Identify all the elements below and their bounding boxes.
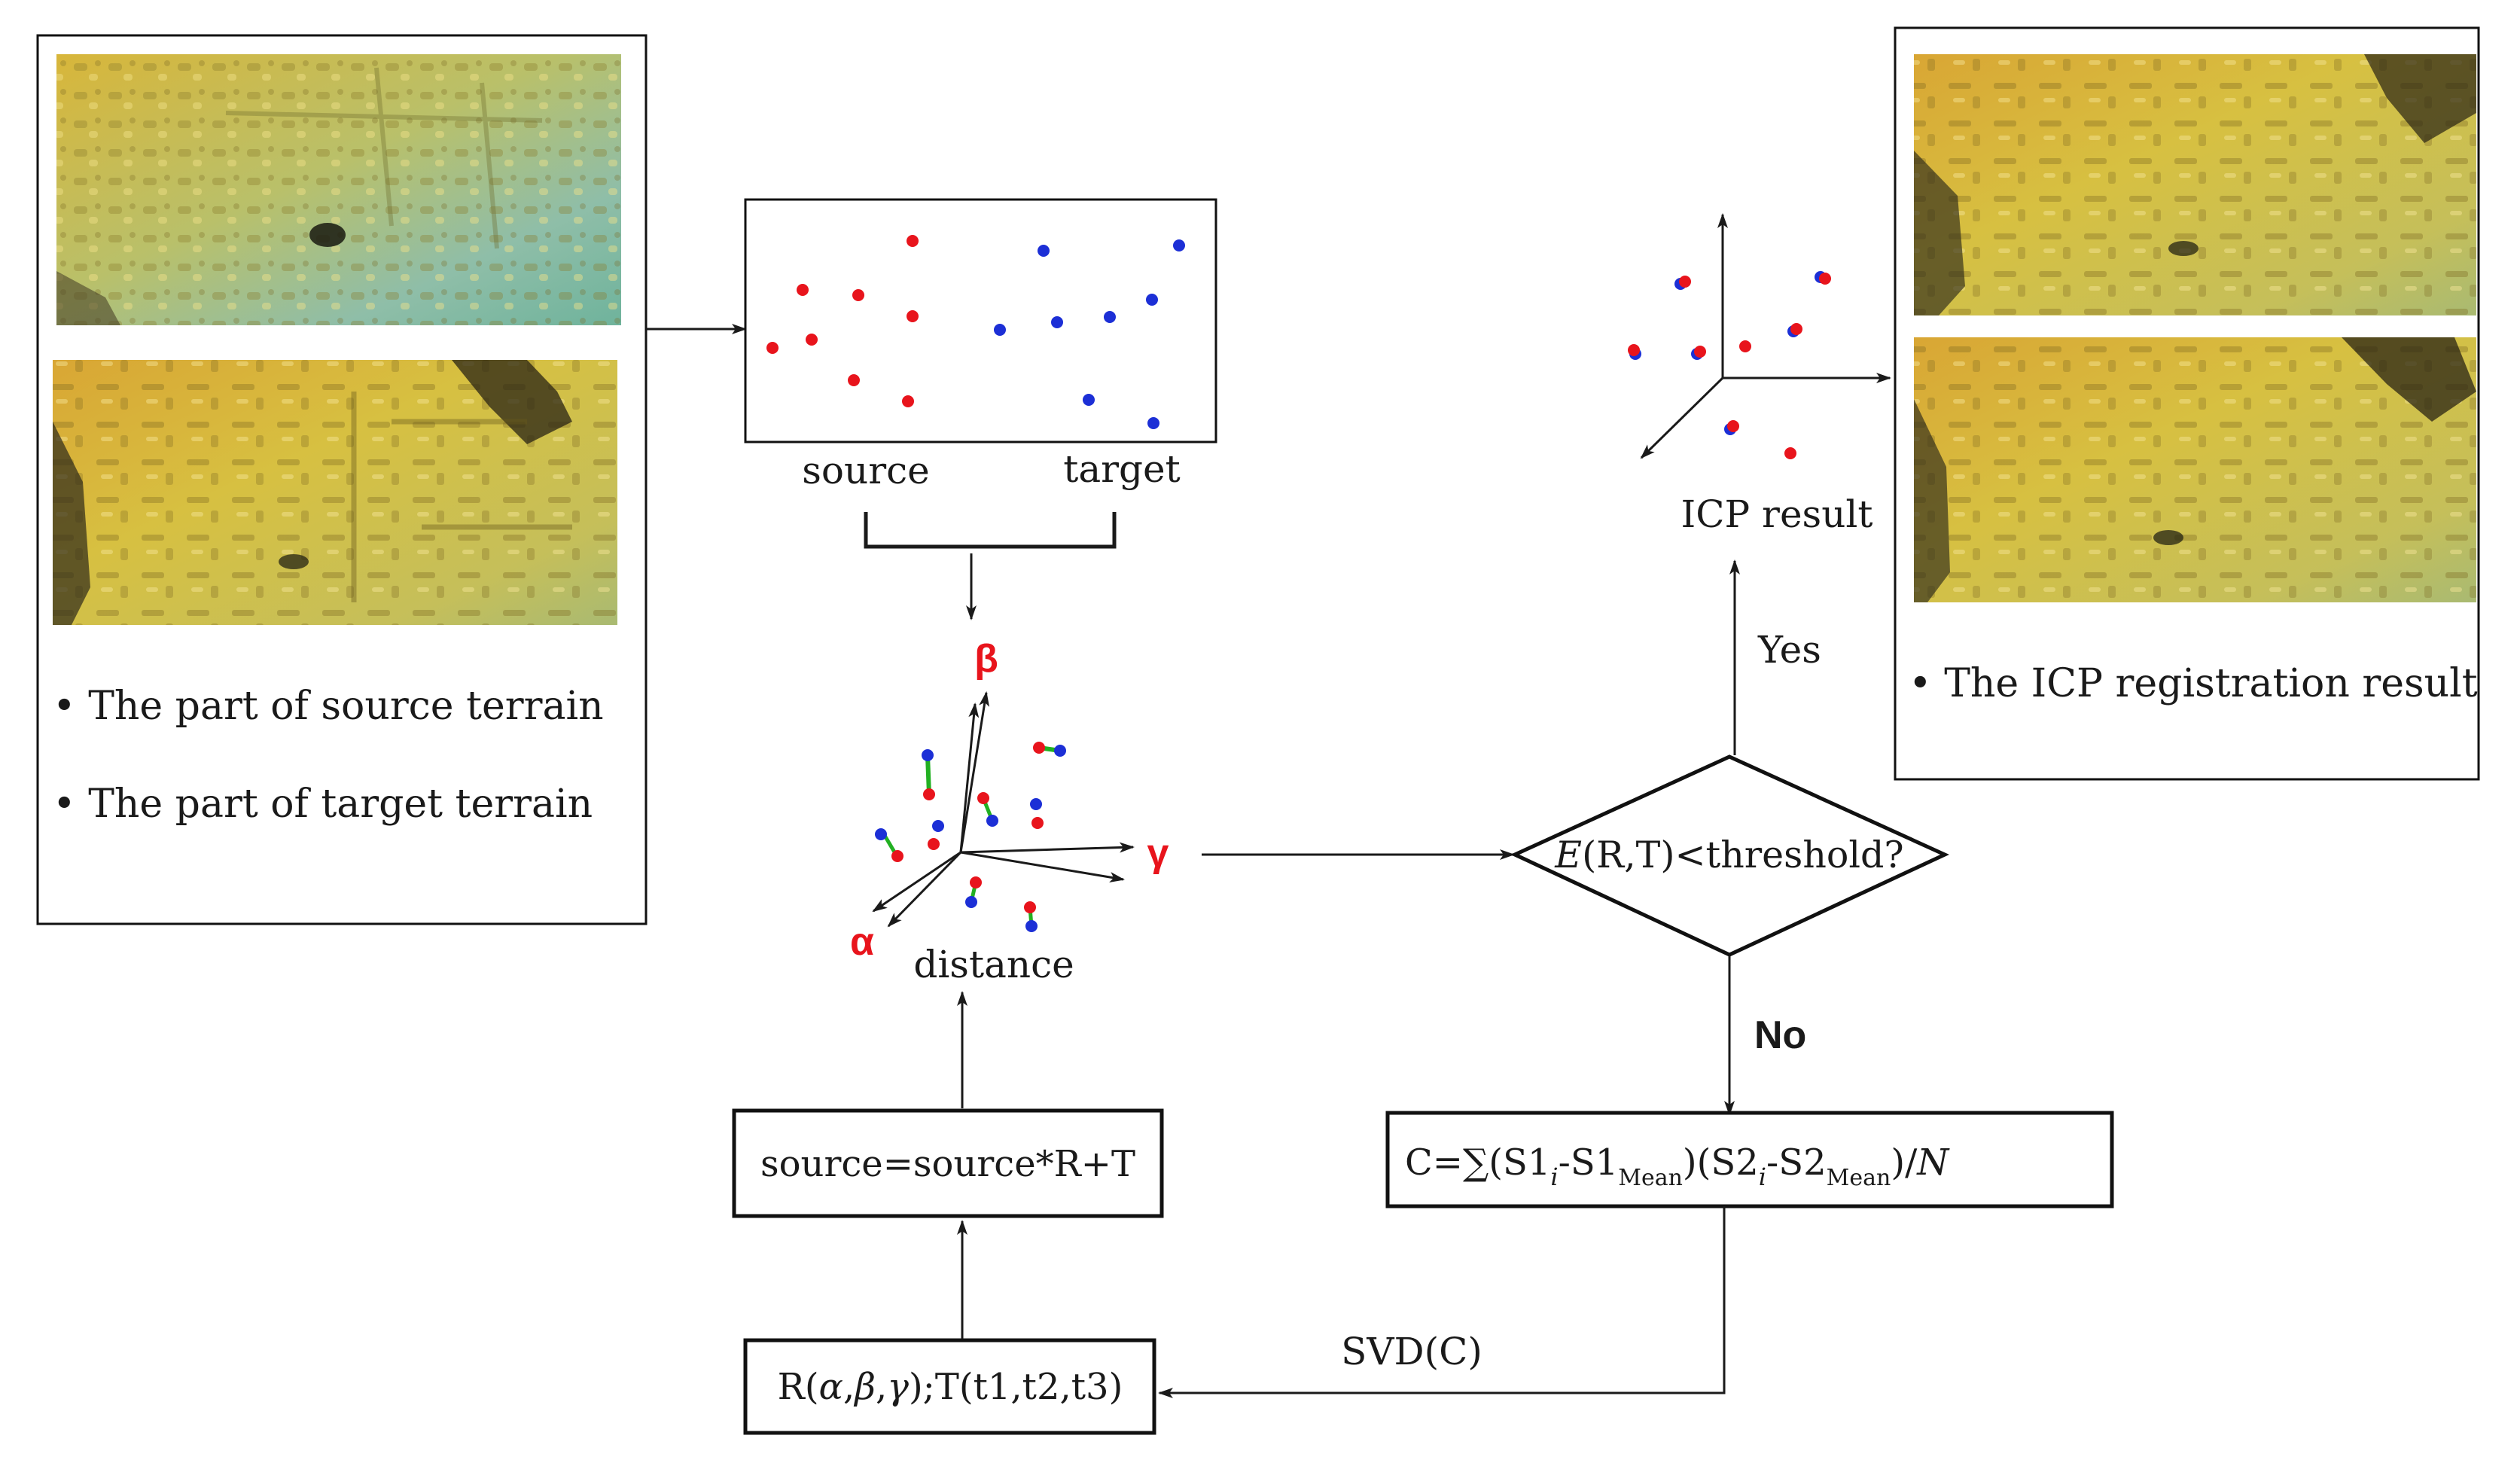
alpha-axis-label: α <box>850 920 874 964</box>
source-point <box>902 395 914 407</box>
gamma-axis-label: γ <box>1147 831 1169 875</box>
update-source-text: source=source*R+T <box>760 1143 1135 1185</box>
target-point <box>994 324 1006 336</box>
yes-label: Yes <box>1757 628 1821 672</box>
aligned-point <box>1815 271 1831 285</box>
point-pair <box>1024 901 1038 932</box>
source-points <box>766 235 919 407</box>
point-pair <box>965 876 982 908</box>
decision-text: E(R,T)<threshold? <box>1554 834 1903 876</box>
aligned-point <box>1739 340 1751 352</box>
target-points <box>994 239 1185 429</box>
result-y-axis <box>1640 376 1724 459</box>
source-terrain-caption: • The part of source terrain <box>53 684 604 729</box>
source-point <box>852 289 864 301</box>
rotation-translation-box: R(α,β,γ);T(t1,t2,t3) <box>743 1338 1156 1435</box>
source-point <box>766 342 779 354</box>
aligned-point <box>1724 420 1739 435</box>
point-pair <box>1033 742 1066 757</box>
beta-axis-label: β <box>974 637 998 681</box>
aligned-point <box>1691 346 1706 360</box>
target-point <box>1146 294 1158 306</box>
gamma-axis-secondary <box>960 851 1125 882</box>
beta-axis <box>959 691 990 853</box>
covariance-frame <box>1385 1111 2114 1208</box>
pairing-bracket <box>864 512 1117 549</box>
point-pair <box>928 820 944 850</box>
aligned-point <box>1628 344 1641 360</box>
covariance-box: C=∑(S1i-S1Mean)(S2i-S2Mean)/N <box>1385 1111 2114 1208</box>
source-point <box>806 334 818 346</box>
target-label: target <box>1063 447 1181 491</box>
left-panel-frame <box>36 34 648 925</box>
registered-terrain-image-2 <box>1914 337 2476 602</box>
target-point <box>1104 311 1116 323</box>
source-point <box>907 235 919 247</box>
source-point <box>848 374 860 386</box>
beta-axis-secondary <box>959 703 980 853</box>
distance-label: distance <box>913 943 1074 986</box>
decision-diamond <box>1510 754 1949 957</box>
source-label: source <box>802 449 929 492</box>
right-panel: • The ICP registration result <box>1894 26 2480 781</box>
update-source-frame <box>732 1108 1164 1218</box>
registration-result-caption: • The ICP registration result <box>1909 661 2478 706</box>
point-pair <box>922 749 935 800</box>
point-pair <box>875 828 903 862</box>
target-point <box>1038 245 1050 257</box>
rotation-translation-frame <box>743 1338 1156 1435</box>
alpha-axis-secondary <box>887 851 962 928</box>
icp-result-label: ICP result <box>1681 492 1873 536</box>
target-point <box>1147 417 1159 429</box>
registered-terrain-image-1 <box>1914 54 2476 315</box>
target-terrain-caption: • The part of target terrain <box>53 782 593 827</box>
target-terrain-image <box>53 360 617 625</box>
gamma-axis <box>960 842 1135 854</box>
aligned-point <box>1787 323 1802 337</box>
update-source-box: source=source*R+T <box>732 1108 1164 1218</box>
aligned-point <box>1784 447 1796 459</box>
source-point <box>797 284 809 296</box>
right-panel-frame <box>1894 26 2480 781</box>
target-point <box>1051 316 1063 328</box>
point-pair <box>1030 798 1044 829</box>
left-panel: • The part of source terrain • The part … <box>36 34 648 925</box>
distance-plot: β γ α distance <box>850 637 1169 986</box>
point-sets-frame <box>744 198 1217 443</box>
covariance-formula: C=∑(S1i-S1Mean)(S2i-S2Mean)/N <box>1405 1141 1950 1191</box>
alpha-axis <box>872 851 961 913</box>
point-pair <box>977 792 998 827</box>
svd-label: SVD(C) <box>1341 1330 1482 1373</box>
no-label: No <box>1754 1013 1806 1057</box>
arrow-svd <box>1158 1206 1726 1398</box>
icp-result-plot: ICP result <box>1628 213 1891 536</box>
target-point <box>1083 394 1095 406</box>
rotation-translation-text: R(α,β,γ);T(t1,t2,t3) <box>778 1366 1123 1408</box>
threshold-decision: E(R,T)<threshold? <box>1510 754 1949 957</box>
source-terrain-image <box>56 54 621 325</box>
target-point <box>1173 239 1185 251</box>
aligned-point <box>1674 276 1691 290</box>
source-point <box>907 310 919 322</box>
point-sets-box: source target <box>744 198 1217 492</box>
